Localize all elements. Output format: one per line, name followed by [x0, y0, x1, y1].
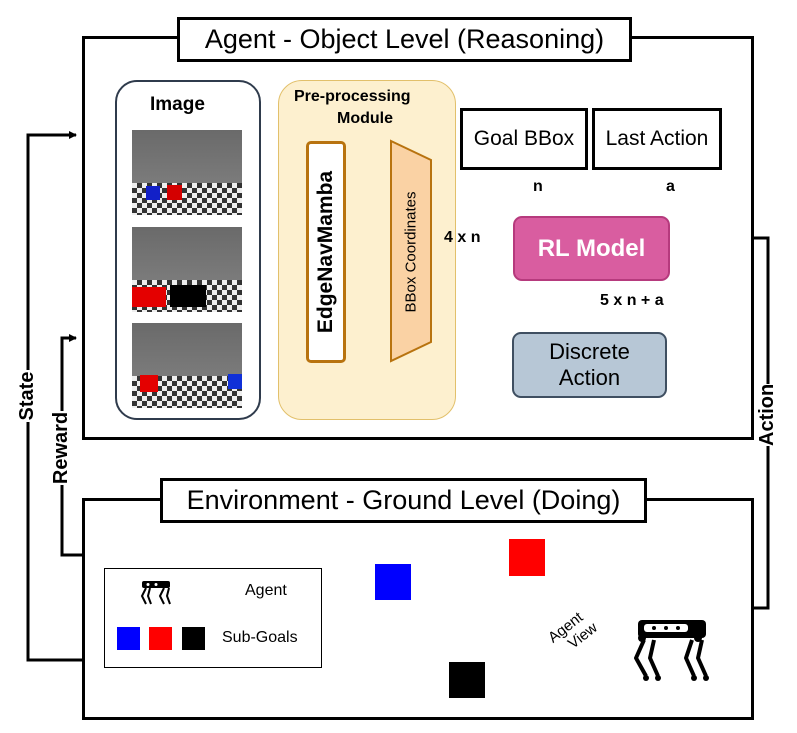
subgoal-red — [509, 539, 545, 576]
legend-black-square — [182, 627, 205, 650]
state-label: State — [16, 370, 40, 422]
discrete-action-line1: Discrete — [549, 339, 630, 364]
red-cube — [167, 185, 182, 200]
image-panel-label: Image — [150, 94, 205, 115]
bbox-coordinates-trapezoid — [390, 139, 432, 363]
preprocessing-label-line1: Pre-processing — [294, 88, 411, 105]
rl-output-label: 5 x n + a — [600, 292, 664, 309]
edgenavmamba-block: EdgeNavMamba — [306, 141, 346, 363]
action-label: Action — [756, 383, 780, 446]
legend-red-square — [149, 627, 172, 650]
red-cube — [132, 287, 166, 307]
reward-label: Reward — [50, 411, 74, 485]
robot-dog-icon — [140, 581, 171, 605]
subgoal-blue — [375, 564, 411, 600]
rl-model-block: RL Model — [513, 216, 670, 281]
legend-blue-square — [117, 627, 140, 650]
legend-box — [104, 568, 322, 668]
red-cube — [140, 375, 158, 392]
scene-thumbnail-2 — [132, 227, 242, 312]
blue-cube — [146, 186, 160, 200]
goal-bbox-box: Goal BBox — [460, 108, 588, 170]
discrete-action-block: Discrete Action — [512, 332, 667, 398]
scene-thumbnail-3 — [132, 323, 242, 408]
discrete-action-line2: Action — [558, 365, 621, 390]
subgoal-black — [449, 662, 485, 698]
scene-thumbnail-1 — [132, 130, 242, 215]
legend-agent-label: Agent — [245, 582, 287, 599]
bbox-coordinates-label: BBox Coordinates — [402, 191, 420, 313]
goal-input-label: n — [533, 178, 543, 195]
agent-level-title: Agent - Object Level (Reasoning) — [177, 17, 632, 62]
preprocessing-label-line2: Module — [337, 110, 393, 127]
environment-level-title: Environment - Ground Level (Doing) — [160, 478, 647, 523]
black-cube — [170, 285, 206, 307]
last-action-box: Last Action — [592, 108, 722, 170]
bbox-edge-label: 4 x n — [444, 229, 481, 246]
blue-cube — [228, 374, 242, 389]
action-input-label: a — [666, 178, 675, 195]
robot-dog-agent-icon — [634, 620, 709, 681]
edgenavmamba-label: EdgeNavMamba — [314, 170, 337, 334]
legend-subgoals-label: Sub-Goals — [222, 629, 298, 646]
